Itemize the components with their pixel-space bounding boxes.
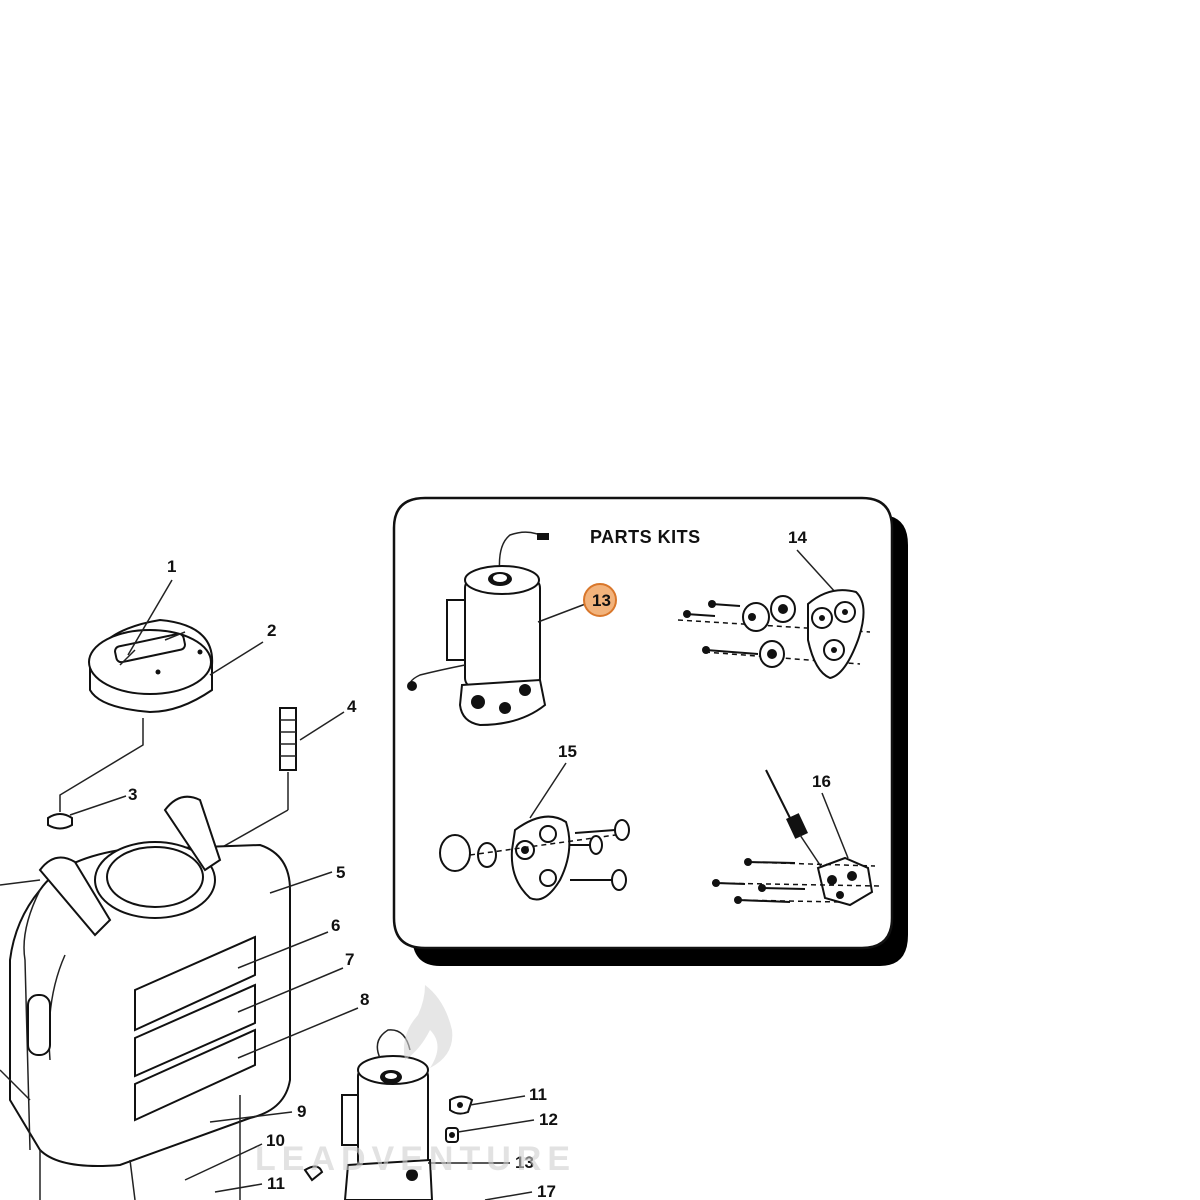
callout-1: 1	[167, 557, 176, 576]
callout-10: 10	[266, 1131, 285, 1150]
callout-11-upper: 11	[529, 1085, 547, 1104]
callout-11-lower: 11	[267, 1174, 285, 1193]
callout-14: 14	[788, 528, 807, 547]
pump-motor	[341, 1029, 434, 1200]
callout-16: 16	[812, 772, 831, 791]
panel-border	[392, 496, 894, 950]
reservoir-tank	[0, 795, 291, 1200]
flame-logo	[403, 985, 453, 1068]
kit-13-motor-illustration	[407, 531, 549, 727]
kit-14-illustration	[677, 589, 871, 680]
callout-17: 17	[537, 1182, 556, 1200]
parts-kits-panel: PARTS KITS 13 14	[392, 496, 908, 966]
callout-12: 12	[539, 1110, 558, 1129]
main-assembly: 1 2 3 4	[0, 557, 558, 1200]
callout-3: 3	[128, 785, 137, 804]
callout-13-main: 13	[515, 1153, 534, 1172]
callout-2: 2	[267, 621, 276, 640]
callout-5: 5	[336, 863, 345, 882]
watermark: LEADVENTURE	[255, 985, 576, 1178]
fittings	[303, 1095, 474, 1182]
reservoir-cap	[88, 618, 214, 714]
callout-9: 9	[297, 1102, 306, 1121]
kit-16-illustration	[711, 769, 881, 907]
svg-text:13: 13	[592, 591, 611, 610]
kit-15-illustration	[439, 815, 631, 901]
callout-15: 15	[558, 742, 577, 761]
callout-4: 4	[347, 697, 357, 716]
callout-7: 7	[345, 950, 354, 969]
callout-6: 6	[331, 916, 340, 935]
callout-13-highlighted[interactable]: 13	[583, 583, 617, 617]
callout-8: 8	[360, 990, 369, 1009]
watermark-text: LEADVENTURE	[255, 1140, 576, 1178]
parts-kits-title: PARTS KITS	[590, 527, 701, 547]
